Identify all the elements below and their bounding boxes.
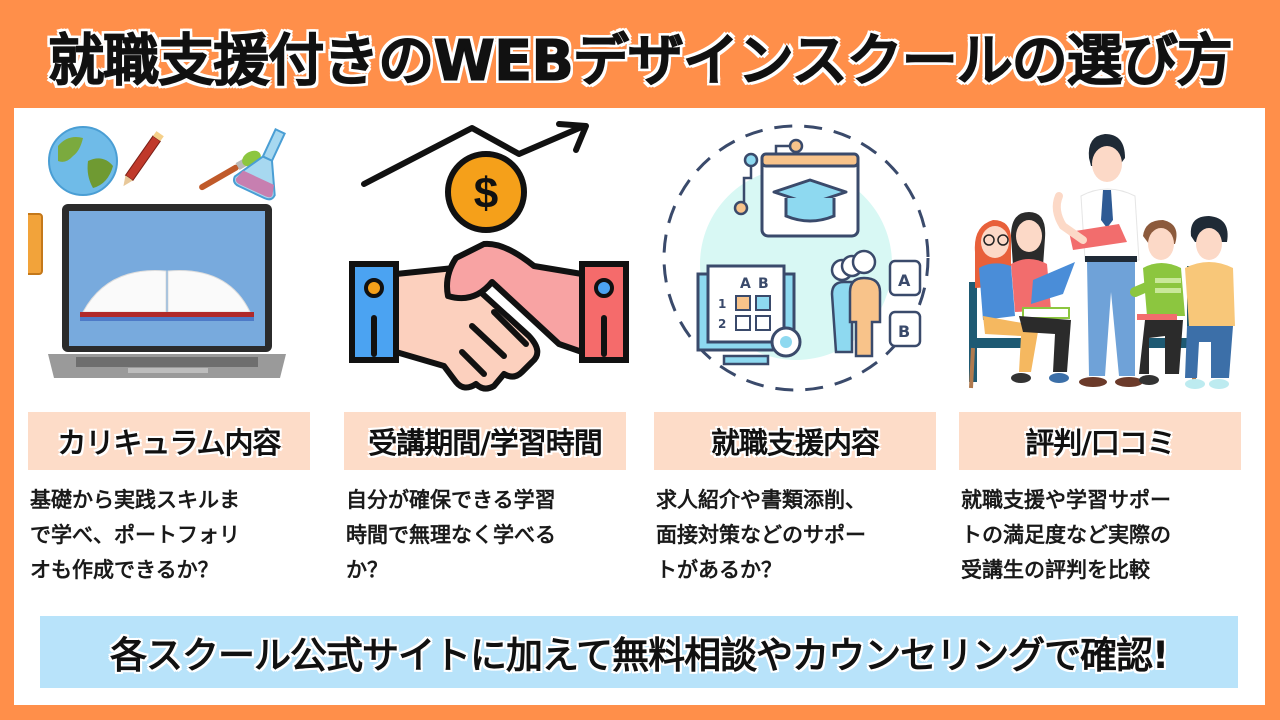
description-line: 受講生の評判を比較 bbox=[961, 558, 1150, 582]
paintbrush-icon bbox=[199, 150, 261, 191]
description-line: 自分が確保できる学習 bbox=[346, 488, 556, 512]
description-reviews: 就職支援や学習サポー トの満足度など実際の 受講生の評判を比較 bbox=[961, 483, 1251, 588]
description-line: 求人紹介や書類添削、 bbox=[656, 488, 866, 512]
laptop-icon bbox=[48, 204, 286, 378]
description-line: 面接対策などのサポー bbox=[656, 523, 866, 547]
label-curriculum: カリキュラム内容 bbox=[28, 412, 310, 470]
content-panel: カリキュラム内容 基礎から実践スキルま で学べ、ポートフォリ オも作成できるか？… bbox=[14, 108, 1265, 705]
description-line: オも作成できるか？ bbox=[30, 558, 219, 582]
flask-icon bbox=[232, 128, 286, 201]
teacher-students-illustration-icon bbox=[959, 116, 1249, 406]
globe-icon bbox=[48, 126, 118, 196]
svg-text:A: A bbox=[898, 271, 911, 290]
description-line: トの満足度など実際の bbox=[961, 523, 1171, 547]
candidates-group-icon: A B bbox=[830, 249, 922, 358]
description-line: 基礎から実践スキルま bbox=[30, 488, 240, 512]
calculator-icon bbox=[28, 213, 43, 275]
svg-text:1: 1 bbox=[718, 297, 726, 311]
label-reviews: 評判/口コミ bbox=[959, 412, 1241, 470]
quiz-monitor-icon: A B 1 2 bbox=[696, 264, 802, 366]
dollar-coin-icon: $ bbox=[445, 151, 527, 233]
svg-text:$: $ bbox=[474, 169, 498, 218]
teacher-icon bbox=[1052, 134, 1143, 387]
label-job-support: 就職支援内容 bbox=[654, 412, 936, 470]
svg-text:B: B bbox=[898, 322, 910, 341]
student-icon bbox=[1130, 220, 1185, 385]
svg-text:B: B bbox=[758, 276, 769, 292]
description-line: か？ bbox=[346, 558, 388, 582]
description-job-support: 求人紹介や書類添削、 面接対策などのサポー トがあるか？ bbox=[656, 483, 946, 588]
student-icon bbox=[1011, 212, 1075, 383]
description-line: 時間で無理なく学べる bbox=[346, 523, 556, 547]
svg-text:2: 2 bbox=[718, 317, 726, 331]
handshake-illustration-icon: $ bbox=[344, 116, 634, 406]
online-education-illustration-icon: A B 1 2 bbox=[654, 116, 944, 406]
description-line: で学べ、ポートフォリ bbox=[30, 523, 240, 547]
pencil-icon bbox=[123, 131, 164, 187]
page-title: 就職支援付きのWEBデザインスクールの選び方 bbox=[48, 28, 1234, 94]
student-icon bbox=[1185, 216, 1235, 389]
description-curriculum: 基礎から実践スキルま で学べ、ポートフォリ オも作成できるか？ bbox=[30, 483, 320, 588]
growth-arrow-icon bbox=[361, 123, 587, 187]
description-line: トがあるか？ bbox=[656, 558, 782, 582]
laptop-book-illustration-icon bbox=[28, 116, 318, 406]
description-study-period: 自分が確保できる学習 時間で無理なく学べる か？ bbox=[346, 483, 636, 588]
callout-banner: 各スクール公式サイトに加えて無料相談やカウンセリングで確認! bbox=[40, 616, 1238, 688]
description-line: 就職支援や学習サポー bbox=[961, 488, 1171, 512]
label-study-period: 受講期間/学習時間 bbox=[344, 412, 626, 470]
graduation-cap-window-icon bbox=[733, 138, 860, 238]
svg-text:A: A bbox=[740, 276, 751, 292]
